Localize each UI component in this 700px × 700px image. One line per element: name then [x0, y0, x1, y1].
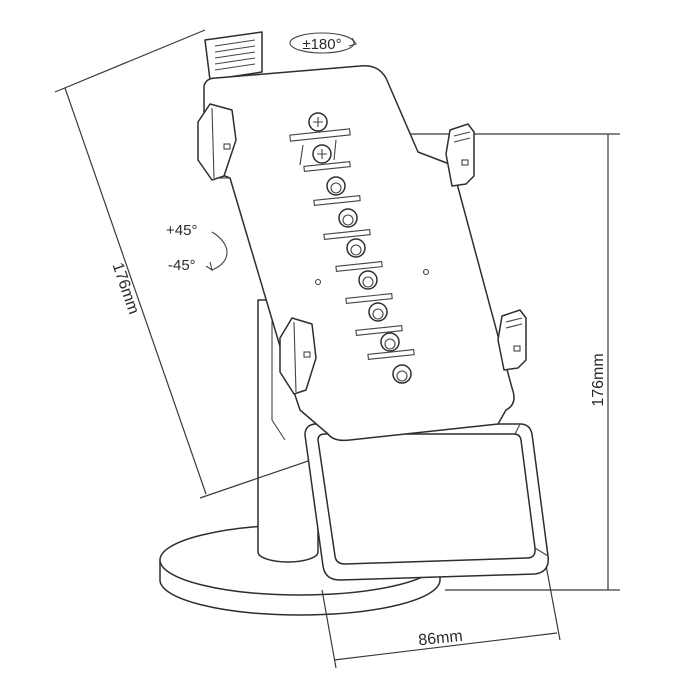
tilt-arrow-head-icon — [205, 261, 213, 272]
rotation-arrow-icon — [289, 32, 357, 54]
clip-bottom-left — [279, 317, 317, 395]
screw-icon — [317, 149, 327, 159]
left-dimension-label: 176mm — [109, 261, 142, 317]
screw-icon — [313, 117, 323, 127]
tilt-up-label: +45° — [166, 222, 197, 239]
tilt-down-label: -45° — [168, 257, 196, 274]
plate-slots — [289, 128, 415, 360]
top-clamp — [204, 31, 263, 81]
rotation-label: ±180° — [302, 36, 341, 53]
bottom-dimension-line — [321, 559, 561, 669]
tilt-arrow-icon — [211, 231, 228, 271]
bottom-dimension-label: 86mm — [418, 628, 464, 650]
handle-frame — [304, 423, 549, 581]
clip-bottom-right — [497, 309, 527, 371]
clip-top-right — [445, 123, 475, 187]
right-dimension-label: 176mm — [590, 353, 607, 406]
plate-knobs — [308, 112, 430, 384]
clip-top-left — [197, 103, 237, 181]
